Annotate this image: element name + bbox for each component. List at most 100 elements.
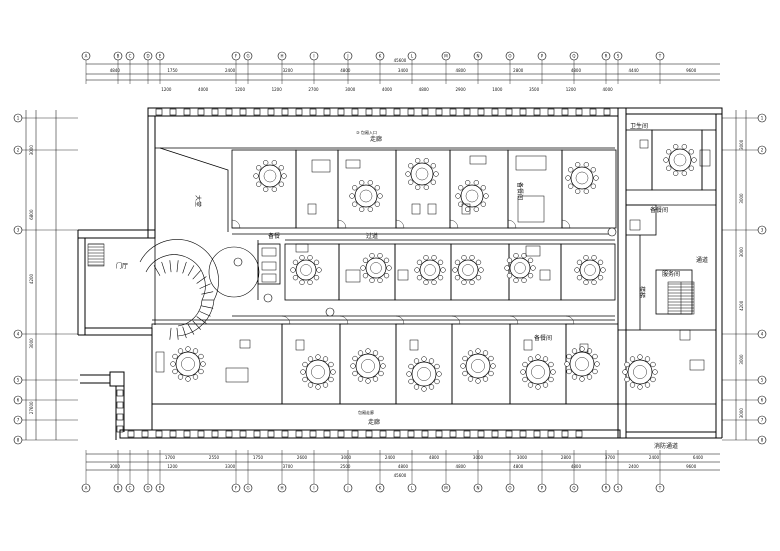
window-mark-bottom <box>127 430 135 438</box>
grid-bubble-top-label: P <box>541 54 544 59</box>
grid-bubble-bottom-label: Q <box>572 486 575 491</box>
banquet-table <box>300 354 336 390</box>
banquet-table <box>349 180 383 212</box>
chair <box>644 356 651 362</box>
chair <box>590 183 596 189</box>
grid-bubble-top-label: C <box>129 54 132 59</box>
table-top <box>365 257 387 279</box>
chair <box>548 376 554 383</box>
chair <box>583 162 589 168</box>
chair <box>367 180 373 186</box>
dim-bottom-2: 4800 <box>513 464 524 469</box>
chair <box>428 358 435 364</box>
dim-top-2: 3000 <box>345 87 356 92</box>
window-mark-bottom <box>407 430 415 438</box>
dim-bottom-1: 2400 <box>385 455 396 460</box>
spiral-step <box>196 276 207 284</box>
grid-bubble-top-label: S <box>617 54 620 59</box>
table-top <box>569 351 595 377</box>
chair <box>575 188 581 194</box>
chair <box>467 376 474 382</box>
chair <box>365 378 371 384</box>
furniture-block <box>409 339 419 351</box>
dim-top-1: 2400 <box>225 68 236 73</box>
window-mark-bottom <box>351 430 359 438</box>
grid-bubble-right-label: 4 <box>761 332 764 337</box>
spiral-step <box>187 265 195 276</box>
chair <box>313 259 320 266</box>
window-mark-top <box>169 108 177 116</box>
lazy-susan <box>359 189 373 203</box>
chair <box>454 259 461 266</box>
chair <box>622 369 628 375</box>
chair <box>408 378 414 385</box>
lazy-susan <box>370 262 382 274</box>
window-mark-bottom <box>491 430 499 438</box>
furniture-block <box>689 359 705 371</box>
chair <box>480 201 486 207</box>
chair <box>415 184 421 190</box>
window-mark-bottom <box>295 430 303 438</box>
chair <box>673 144 679 150</box>
chair <box>475 348 481 354</box>
chair <box>571 374 578 380</box>
chair <box>377 277 383 284</box>
chair <box>271 160 277 166</box>
chair <box>307 279 313 286</box>
chair <box>591 254 597 261</box>
table-top <box>668 148 692 172</box>
chair <box>542 382 549 388</box>
chair <box>430 179 436 185</box>
window-mark-bottom <box>253 430 261 438</box>
furniture-block <box>261 261 277 271</box>
door-swing <box>337 219 347 229</box>
chair <box>527 356 534 362</box>
dim-bottom-1: 2600 <box>297 455 308 460</box>
window-mark-top <box>603 108 611 116</box>
chair <box>506 272 513 279</box>
grid-bubble-top-label: L <box>411 54 414 59</box>
chair <box>591 279 597 286</box>
chair <box>307 356 314 362</box>
section-marker <box>263 293 273 303</box>
chair <box>431 254 437 261</box>
window-mark-top <box>351 108 359 116</box>
grid-bubble-left-label: 8 <box>17 438 20 443</box>
window-mark-bottom <box>519 430 527 438</box>
grid-bubble-bottom-label: G <box>246 486 249 491</box>
furniture-block <box>515 155 547 171</box>
grid-bubble-bottom-label: S <box>617 486 620 491</box>
furniture-block <box>295 243 309 253</box>
window-mark-bottom <box>337 430 345 438</box>
chair <box>177 374 184 380</box>
grid-bubble-left-label: 3 <box>17 228 20 233</box>
chair <box>423 279 429 286</box>
chair <box>483 193 489 199</box>
chair <box>307 382 314 388</box>
chair <box>380 363 386 369</box>
grid-bubble-bottom-label: F <box>235 486 238 491</box>
grid-bubble-bottom-label: D <box>146 486 149 491</box>
chair <box>535 354 541 360</box>
chair <box>688 165 694 171</box>
grid-bubble-right-label: 5 <box>761 378 764 383</box>
chair <box>302 361 308 368</box>
chair <box>455 193 461 199</box>
chair <box>467 350 474 356</box>
grid-bubble-top-label: J <box>346 54 348 59</box>
section-marker <box>325 307 335 317</box>
chair <box>530 265 536 271</box>
chair <box>170 361 176 367</box>
lazy-susan <box>462 264 474 276</box>
chair <box>629 356 636 362</box>
window-mark-top <box>323 108 331 116</box>
chair <box>365 348 371 354</box>
window-mark-bottom <box>141 430 149 438</box>
chair <box>408 179 414 185</box>
grid-bubble-left-label: 2 <box>17 148 20 153</box>
dim-bottom-1: 2400 <box>649 455 660 460</box>
window-mark-top <box>435 108 443 116</box>
chair <box>576 274 583 281</box>
chair <box>413 384 420 390</box>
chair <box>473 206 479 212</box>
